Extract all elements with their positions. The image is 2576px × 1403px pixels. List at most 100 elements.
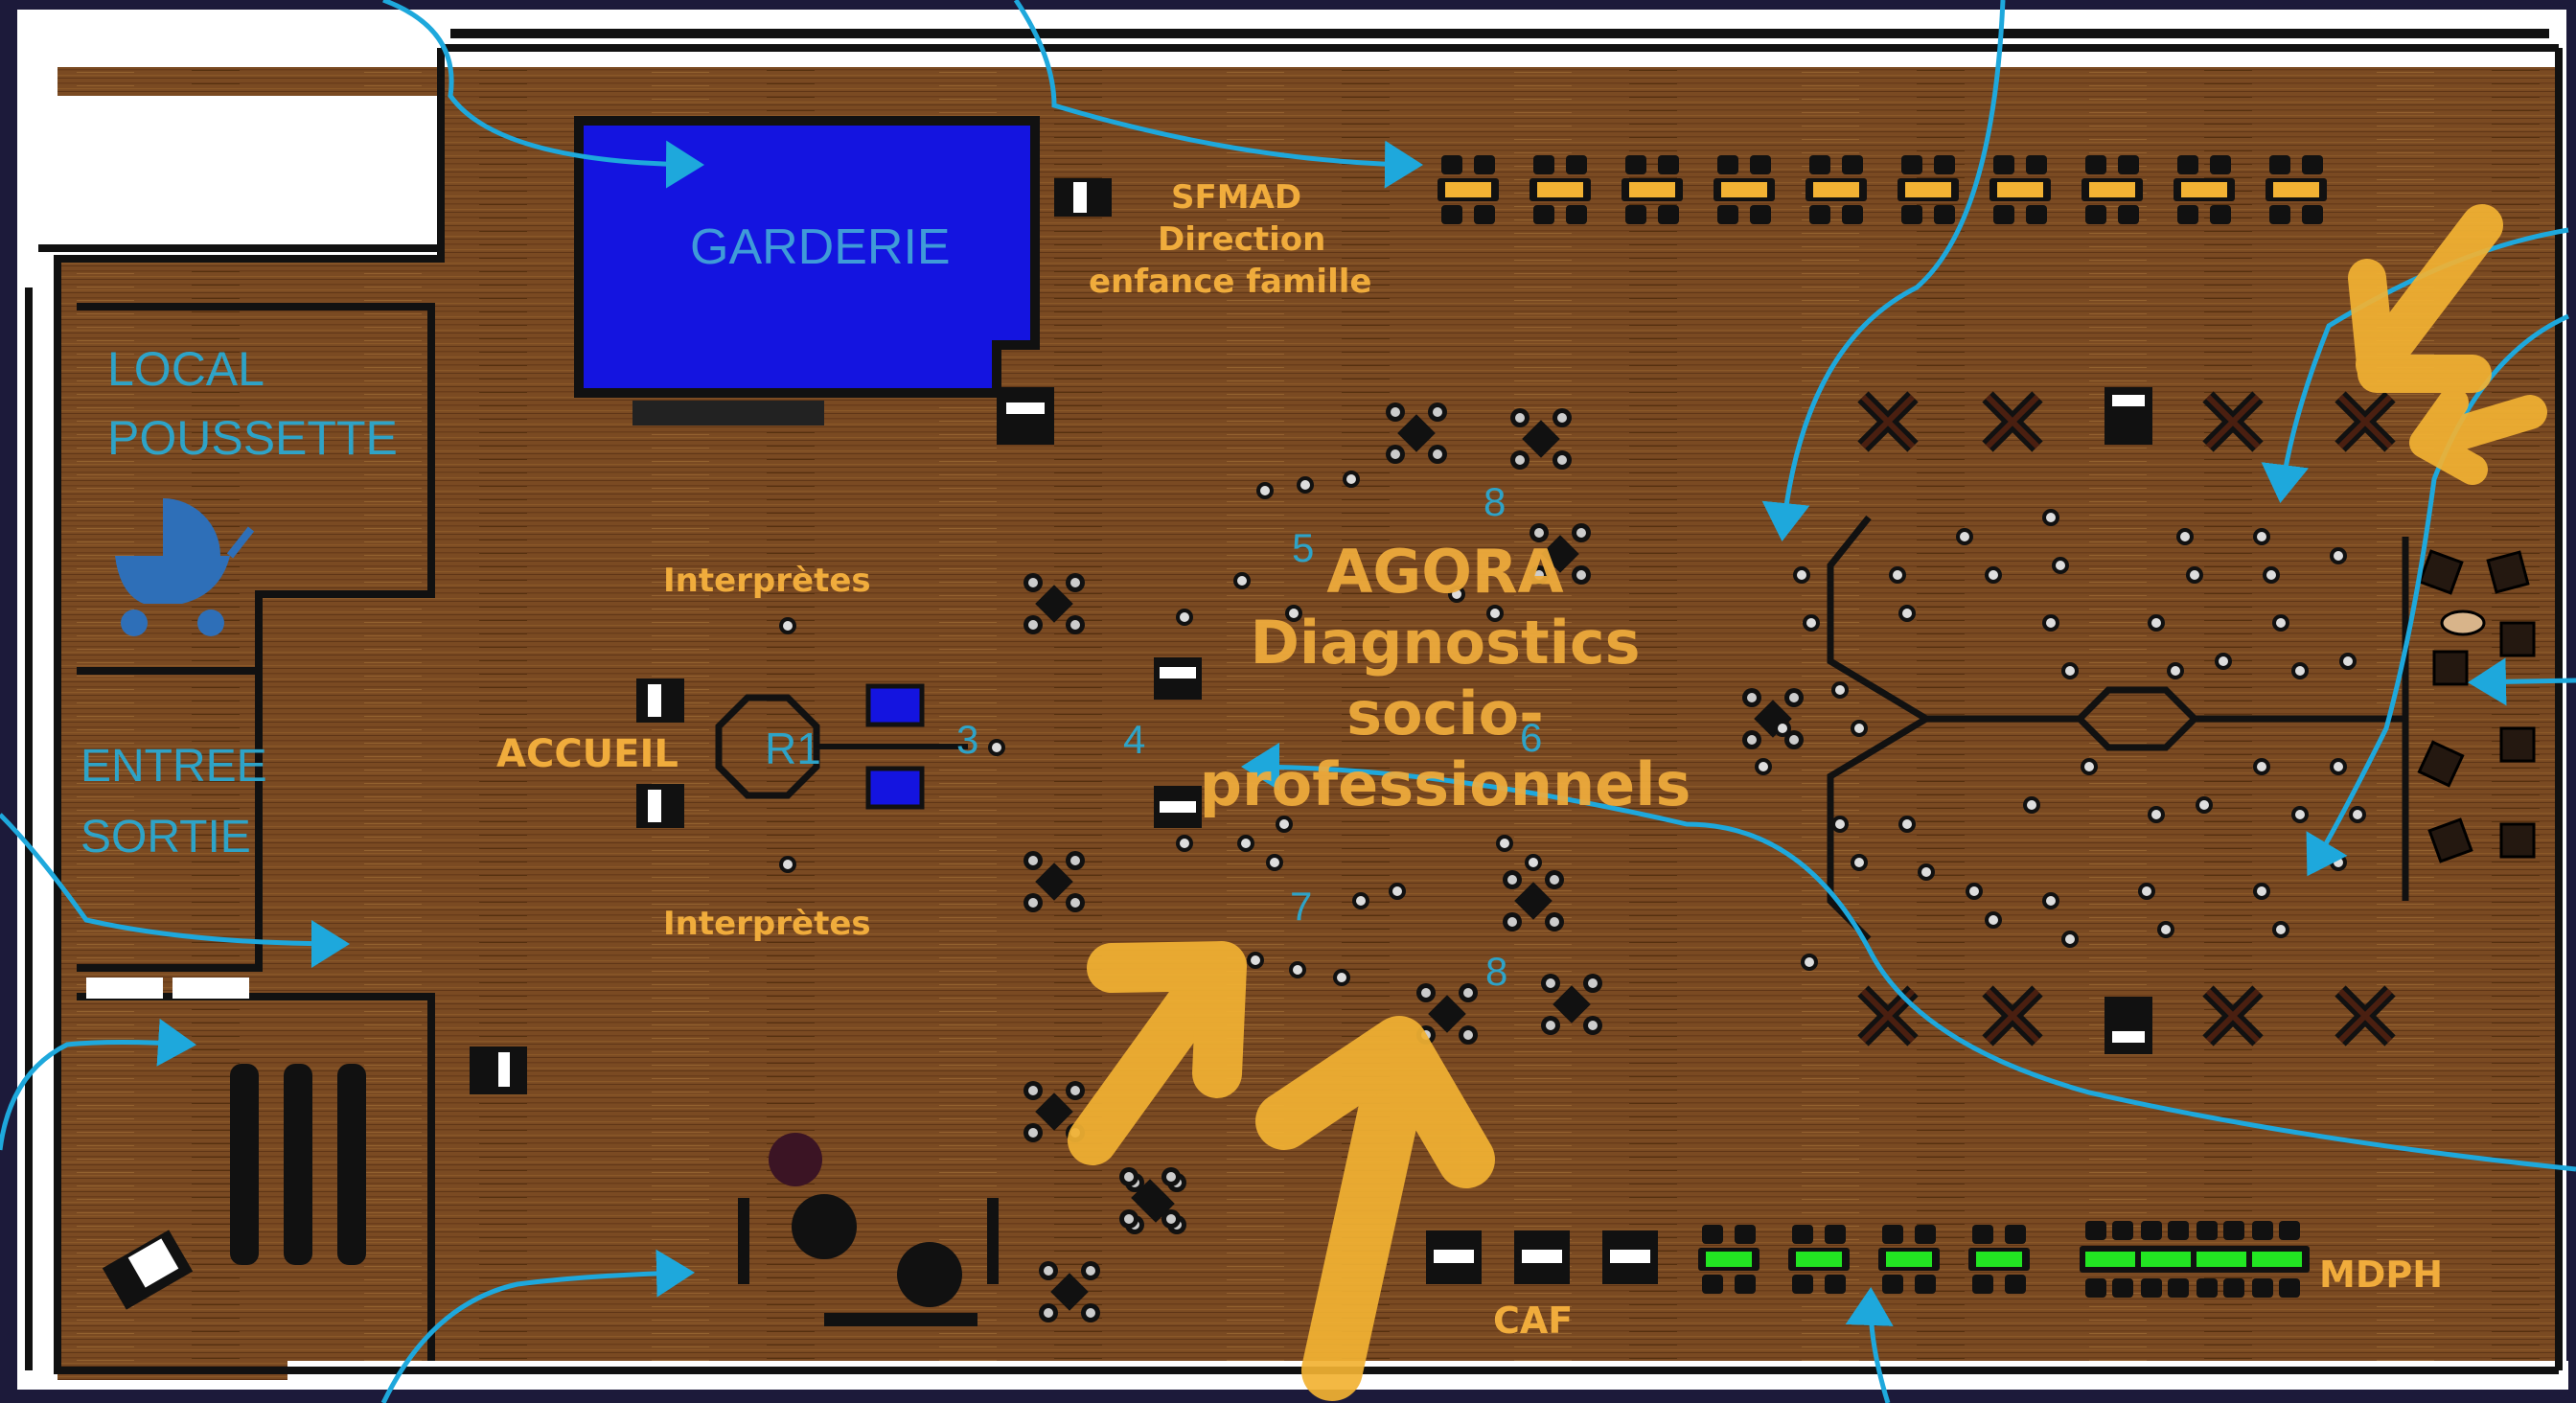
chair [1889, 566, 1906, 584]
agora-structure [1827, 515, 2409, 942]
play-area [738, 1133, 1181, 1326]
chair [2263, 566, 2280, 584]
mdph-desk [1878, 1225, 1940, 1294]
chair [2339, 653, 2357, 670]
chair [2349, 806, 2366, 823]
marker-7: 7 [1290, 884, 1313, 929]
chair [2138, 883, 2155, 900]
chair [1831, 681, 1849, 699]
chair [1496, 835, 1513, 852]
highlight-arrow [1068, 204, 2547, 1401]
interpretes-top-label: Interprètes [663, 562, 871, 600]
chair [2330, 547, 2347, 564]
right-area-tables [1863, 387, 2390, 1054]
chair [2253, 883, 2270, 900]
chair [1918, 863, 1935, 881]
accueil-label: ACCUEIL [496, 732, 678, 776]
chair [2042, 614, 2059, 632]
chair [1176, 835, 1193, 852]
caf-label: CAF [1493, 1300, 1574, 1342]
chair [2061, 931, 2079, 948]
mdph-label: MDPH [2319, 1254, 2444, 1296]
sfmad-desk [2082, 155, 2143, 224]
agora-line-4: professionnels [1199, 749, 1691, 819]
chair [2272, 614, 2289, 632]
marker-3: 3 [956, 717, 979, 762]
sfmad-desk [1714, 155, 1775, 224]
chair [1333, 969, 1350, 986]
accueil-desk [636, 617, 1005, 873]
sfmad-desk [2266, 155, 2327, 224]
chair [1898, 816, 1916, 833]
chair [1256, 482, 1274, 499]
marker-4: 4 [1123, 717, 1146, 762]
chair [1343, 471, 1360, 488]
chair [1831, 816, 1849, 833]
marker-6: 6 [1520, 715, 1543, 760]
sfmad-label-line2: Direction [1158, 220, 1326, 259]
mdph-desks [1698, 1221, 2310, 1298]
chair [2042, 509, 2059, 526]
chair [1851, 720, 1868, 737]
chair [1966, 883, 1983, 900]
chair [1289, 961, 1306, 978]
chair [1801, 954, 1818, 971]
agora-line-1: AGORA [1326, 537, 1564, 607]
chair [2148, 806, 2165, 823]
stroller-icon [115, 498, 255, 636]
chair [1803, 614, 1820, 632]
chair [2272, 921, 2289, 938]
chair [1956, 528, 1973, 545]
agora-line-2: Diagnostics [1250, 608, 1641, 678]
sfmad-label-line1: SFMAD [1171, 178, 1302, 217]
sfmad-desks [1438, 155, 2327, 224]
chair [2023, 796, 2040, 814]
chair [1851, 854, 1868, 871]
chair [2148, 614, 2165, 632]
sfmad-desk [2174, 155, 2235, 224]
chair [1793, 566, 1810, 584]
sortie-label: SORTIE [80, 812, 251, 862]
sfmad-desk [1622, 155, 1683, 224]
chair [1985, 911, 2002, 929]
agora-title: AGORA Diagnostics socio- professionnels [1177, 537, 1714, 820]
sfmad-label-line3: enfance famille [1089, 263, 1372, 301]
chair [1774, 720, 1791, 737]
chair [2157, 921, 2174, 938]
chair [2253, 528, 2270, 545]
wall-ticks [38, 29, 2549, 252]
interpretes-bottom-label: Interprètes [663, 905, 871, 943]
sfmad-desk [1990, 155, 2051, 224]
mdph-desk [1698, 1225, 1760, 1294]
chair [1352, 892, 1369, 909]
chair [2186, 566, 2203, 584]
sfmad-desk [1530, 155, 1591, 224]
r1-label: R1 [765, 724, 821, 773]
marker-8-bottom: 8 [1485, 949, 1508, 994]
chair [2330, 854, 2347, 871]
chair [2042, 892, 2059, 909]
small-desks [470, 178, 1202, 1094]
sfmad-desk [1898, 155, 1959, 224]
agora-line-3: socio- [1346, 678, 1544, 748]
chair [2052, 557, 2069, 574]
right-wall-seats [2417, 549, 2536, 863]
waiting-chairs [86, 978, 366, 1310]
sfmad-desk [1806, 155, 1867, 224]
chair [2176, 528, 2194, 545]
chair [1237, 835, 1254, 852]
chair [2196, 796, 2213, 814]
chair [1297, 476, 1314, 494]
local-poussette-label-line2: POUSSETTE [107, 411, 398, 465]
garderie-room [574, 116, 1040, 426]
sfmad-desk [1438, 155, 1499, 224]
chair [1898, 605, 1916, 622]
garderie-label: GARDERIE [690, 219, 951, 275]
chair [2291, 662, 2309, 679]
caf-desks [1426, 1230, 1658, 1284]
entree-label: ENTREE [80, 741, 267, 792]
chair [2081, 758, 2098, 775]
chair [1525, 854, 1542, 871]
